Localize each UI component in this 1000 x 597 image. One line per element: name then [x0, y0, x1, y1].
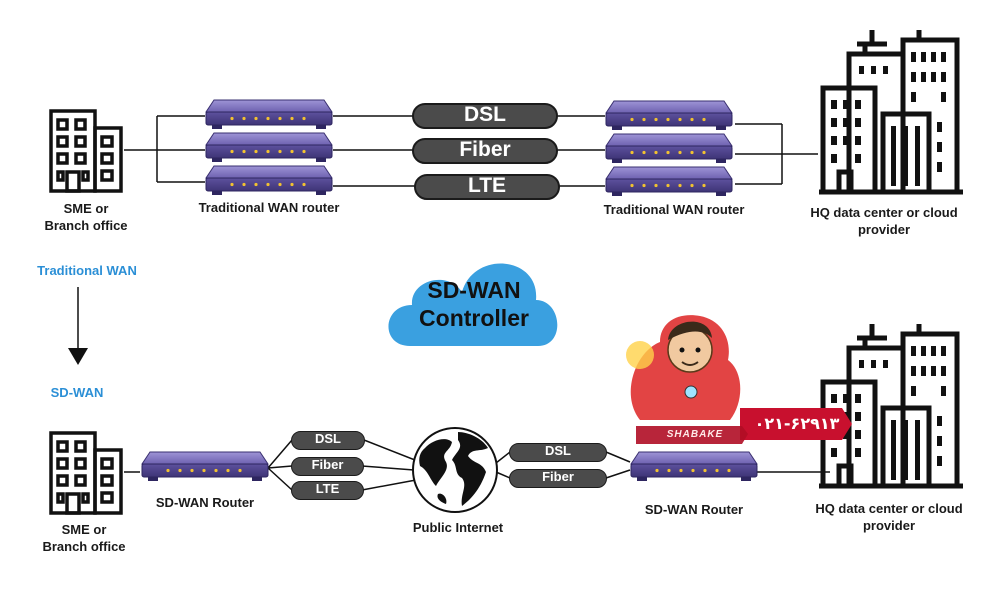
top-left-router-label: Traditional WAN router: [198, 200, 340, 215]
bottom-branch-label-line1: SME or: [61, 522, 107, 537]
branch-office-icon: [49, 109, 123, 193]
down-arrow-icon: [68, 287, 88, 365]
sdwan-label: SD-WAN: [50, 385, 104, 400]
traditional-wan-label: Traditional WAN: [37, 263, 137, 278]
watermark-phone: ۰۲۱-۶۲۹۱۳: [754, 414, 840, 433]
traditional-router-6: [605, 166, 733, 197]
sdwan-router-left: [141, 451, 269, 482]
traditional-router-5: [605, 133, 733, 164]
left-link-pill-fiber: Fiber: [291, 457, 364, 476]
left-link-pill-lte: LTE: [291, 481, 364, 500]
sdwan-router-right: [630, 451, 758, 482]
right-link-pill-dsl: DSL: [509, 443, 607, 462]
top-hq-label-line1: HQ data center or cloud: [810, 205, 958, 220]
bottom-connectors: [124, 439, 830, 491]
traditional-router-4: [605, 100, 733, 131]
bottom-hq-label-line2: provider: [862, 518, 915, 533]
watermark-logo: [626, 315, 852, 444]
bottom-branch-label: SME or Branch office: [28, 521, 140, 555]
right-link-pill-fiber: Fiber: [509, 469, 607, 488]
bottom-hq-label-line1: HQ data center or cloud: [815, 501, 963, 516]
hq-datacenter-icon: [819, 30, 963, 192]
cloud-icon: [388, 263, 558, 346]
top-hq-label: HQ data center or cloud provider: [796, 204, 972, 238]
link-pill-lte: LTE: [414, 174, 560, 200]
top-branch-label: SME or Branch office: [30, 200, 142, 234]
public-internet-label: Public Internet: [412, 520, 504, 535]
link-pill-dsl: DSL: [412, 103, 558, 129]
hq-datacenter-icon-2: [819, 324, 963, 486]
top-right-router-label: Traditional WAN router: [603, 202, 745, 217]
controller-line1: SD-WAN: [427, 277, 521, 303]
top-branch-label-line1: SME or: [63, 201, 109, 216]
globe-icon: [412, 427, 498, 513]
controller-line2: Controller: [419, 305, 529, 331]
left-link-pill-dsl: DSL: [291, 431, 365, 450]
bottom-left-router-label: SD-WAN Router: [155, 495, 255, 510]
branch-office-icon-2: [49, 431, 123, 515]
top-branch-label-line2: Branch office: [44, 218, 128, 233]
bottom-hq-label: HQ data center or cloud provider: [796, 500, 982, 534]
traditional-router-3: [205, 165, 333, 196]
bottom-branch-label-line2: Branch office: [42, 539, 126, 554]
watermark-brand: SHABAKE: [666, 429, 724, 440]
bottom-right-router-label: SD-WAN Router: [644, 502, 744, 517]
traditional-router-2: [205, 132, 333, 163]
top-left-connectors: [124, 115, 818, 187]
link-pill-fiber: Fiber: [412, 138, 558, 164]
traditional-router-1: [205, 99, 333, 130]
top-hq-label-line2: provider: [857, 222, 910, 237]
sdwan-controller-title: SD-WAN Controller: [398, 276, 550, 332]
